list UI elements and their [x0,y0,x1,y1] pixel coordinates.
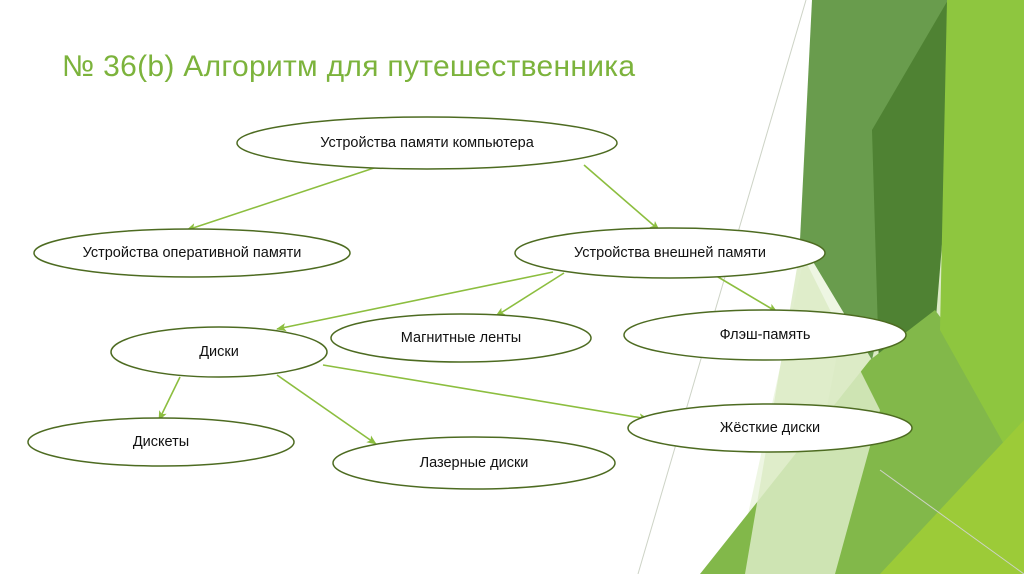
node-ellipse-floppy-disks[interactable] [27,417,295,467]
edge-disks-to-laser-disks [276,374,377,445]
edge-layer [158,164,778,445]
node-ellipse-disks[interactable] [110,326,328,378]
node-ellipse-memory-devices[interactable] [236,116,618,170]
edge-disks-to-hard-disks [322,364,649,422]
node-ellipse-ram-devices[interactable] [33,228,351,278]
edge-memory-devices-to-ram-devices [186,165,381,232]
edge-disks-to-floppy-disks [158,376,181,421]
node-layer [27,116,913,490]
node-ellipse-magnetic-tapes[interactable] [330,313,592,363]
page-title: № 36(b) Алгоритм для путешественника [62,50,636,83]
node-ellipse-external-memory[interactable] [514,227,826,279]
edge-external-memory-to-magnetic-tapes [495,272,565,317]
node-ellipse-flash-memory[interactable] [623,309,907,361]
edge-external-memory-to-flash-memory [712,273,778,313]
edge-memory-devices-to-external-memory [583,164,660,231]
node-ellipse-hard-disks[interactable] [627,403,913,453]
edge-external-memory-to-disks [276,271,554,332]
node-ellipse-laser-disks[interactable] [332,436,616,490]
